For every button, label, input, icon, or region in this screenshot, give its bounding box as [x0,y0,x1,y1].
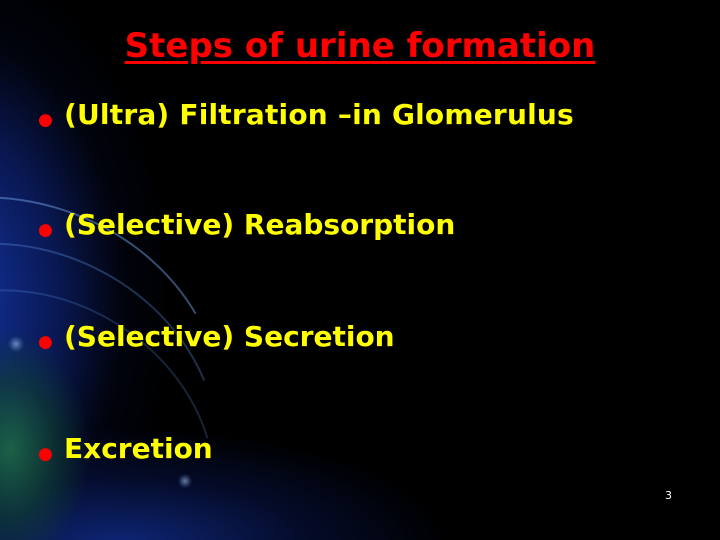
bullet-marker-icon: ● [38,220,53,240]
decorative-glow-dot-1 [8,336,24,352]
list-item-label: (Selective) Reabsorption [64,208,456,241]
list-item-label: Excretion [64,432,213,465]
list-item-label: (Selective) Secretion [64,320,395,353]
list-item: ● (Ultra) Filtration –in Glomerulus [38,100,710,210]
slide-title: Steps of urine formation [124,26,596,66]
page-number: 3 [665,489,672,502]
bullet-list: ● (Ultra) Filtration –in Glomerulus ● (S… [38,100,710,494]
bullet-marker-icon: ● [38,444,53,464]
bullet-marker-icon: ● [38,332,53,352]
list-item: ● (Selective) Secretion [38,322,710,434]
list-item: ● Excretion [38,434,710,494]
list-item: ● (Selective) Reabsorption [38,210,710,322]
list-item-label: (Ultra) Filtration –in Glomerulus [64,98,574,131]
bullet-marker-icon: ● [38,110,53,130]
